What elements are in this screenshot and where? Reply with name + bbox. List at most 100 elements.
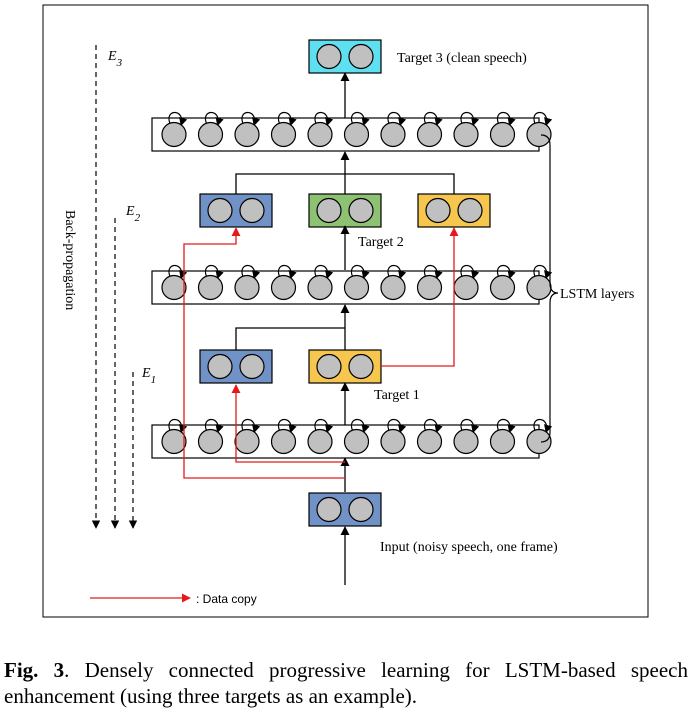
- lstm-neuron: [161, 274, 187, 301]
- lstm-neuron: [343, 121, 370, 148]
- recurrent-loop-arrow: [350, 418, 370, 434]
- target1-copy-to-target2-yellow: [381, 227, 459, 367]
- lstm-neuron: [343, 428, 370, 455]
- lstm-neuron: [197, 274, 224, 301]
- lstm-neuron: [380, 274, 406, 301]
- box-neuron: [239, 353, 265, 380]
- lstm-neuron: [270, 274, 297, 301]
- box-neuron: [425, 197, 451, 224]
- lstm-layers-brace: [540, 134, 559, 443]
- black-connections: [235, 72, 455, 585]
- recurrent-loop-arrow: [314, 264, 334, 280]
- recurrent-loop-arrow: [533, 418, 553, 434]
- target2-green-box: [308, 193, 382, 228]
- recurrent-loop-arrow: [496, 418, 516, 434]
- recurrent-loop-arrow: [168, 418, 188, 434]
- recurrent-loop-arrow: [533, 264, 553, 280]
- target3-cyan-box: [308, 39, 382, 74]
- recurrent-loop-arrow: [460, 264, 480, 280]
- recurrent-loop-arrow: [496, 111, 516, 127]
- box-neuron: [316, 496, 342, 523]
- recurrent-loop-arrow: [350, 111, 370, 127]
- lstm-neuron: [416, 274, 443, 301]
- box-neuron: [316, 43, 342, 70]
- recurrent-loop-arrow: [204, 264, 224, 280]
- target2-label: Target 2: [358, 235, 404, 250]
- recurrent-loop-arrow: [387, 264, 407, 280]
- recurrent-loop-arrow: [387, 111, 407, 127]
- target1-label: Target 1: [374, 388, 420, 403]
- box-neuron: [316, 353, 342, 380]
- lstm-neuron: [197, 428, 224, 455]
- target1-blue-box: [199, 349, 273, 384]
- input-label: Input (noisy speech, one frame): [380, 540, 558, 555]
- box-neuron: [457, 197, 483, 224]
- recurrent-loop-arrow: [423, 111, 443, 127]
- progressive-learning-diagram: LSTM layers Target 3 (clean speech) Targ…: [42, 4, 649, 618]
- box-neuron: [207, 197, 233, 224]
- lstm-neuron: [526, 121, 552, 148]
- recurrent-loop-arrow: [423, 264, 443, 280]
- recurrent-loop-arrow: [423, 418, 443, 434]
- recurrent-loop-arrow: [241, 111, 261, 127]
- recurrent-loop-arrow: [168, 111, 188, 127]
- recurrent-loop-arrow: [204, 111, 224, 127]
- lstm-neuron: [416, 121, 443, 148]
- lstm-neuron: [161, 121, 187, 148]
- lstm-neuron: [343, 274, 370, 301]
- lstm-neuron: [489, 428, 516, 455]
- lstm-neuron: [489, 274, 516, 301]
- lstm-neuron: [270, 428, 297, 455]
- box-neuron: [348, 197, 374, 224]
- bus-level-1: [235, 327, 345, 350]
- recurrent-loop-arrow: [241, 418, 261, 434]
- recurrent-loop-arrow: [277, 418, 297, 434]
- lstm-neuron: [234, 428, 260, 455]
- lstm-layer-middle: [151, 264, 553, 305]
- recurrent-loop-arrow: [314, 111, 334, 127]
- target2-yellow-box: [417, 193, 491, 228]
- lstm-neuron: [453, 428, 479, 455]
- recurrent-loop-arrow: [277, 264, 297, 280]
- figure-caption: Fig. 3. Densely connected progressive le…: [4, 657, 688, 709]
- recurrent-loop-arrow: [277, 111, 297, 127]
- input-copy-to-target1-blue: [231, 384, 345, 463]
- figure-frame: [42, 4, 649, 618]
- recurrent-loop-arrow: [241, 264, 261, 280]
- lstm-neuron: [416, 428, 443, 455]
- lstm-neuron: [234, 274, 260, 301]
- lstm-neuron: [270, 121, 297, 148]
- box-neuron: [348, 353, 374, 380]
- lstm-layer-top: [151, 111, 553, 152]
- data-copy-connections: [183, 227, 459, 479]
- lstm-neuron: [526, 274, 552, 301]
- recurrent-loop-arrow: [204, 418, 224, 434]
- input-copy-to-target2-blue: [183, 227, 345, 479]
- input-blue-box: [308, 492, 382, 527]
- recurrent-loop-arrow: [350, 264, 370, 280]
- box-neuron: [239, 197, 265, 224]
- e3-label: E3: [107, 49, 123, 69]
- backprop-arrows: [91, 45, 138, 529]
- lstm-neuron: [380, 121, 406, 148]
- caption-label: Fig. 3: [4, 658, 65, 682]
- lstm-neuron: [307, 428, 333, 455]
- recurrent-loop-arrow: [496, 264, 516, 280]
- lstm-neuron: [307, 121, 333, 148]
- recurrent-loop-arrow: [460, 418, 480, 434]
- lstm-neuron: [526, 428, 552, 455]
- box-neuron: [207, 353, 233, 380]
- lstm-neuron: [307, 274, 333, 301]
- box-neuron: [348, 43, 374, 70]
- recurrent-loop-arrow: [533, 111, 553, 127]
- box-neuron: [316, 197, 342, 224]
- lstm-neuron: [453, 121, 479, 148]
- lstm-neuron: [197, 121, 224, 148]
- recurrent-loop-arrow: [168, 264, 188, 280]
- lstm-neuron: [380, 428, 406, 455]
- lstm-neuron: [234, 121, 260, 148]
- recurrent-loop-arrow: [460, 111, 480, 127]
- target2-blue-box: [199, 193, 273, 228]
- caption-text: . Densely connected progressive learning…: [4, 658, 688, 708]
- e1-label: E1: [141, 366, 156, 386]
